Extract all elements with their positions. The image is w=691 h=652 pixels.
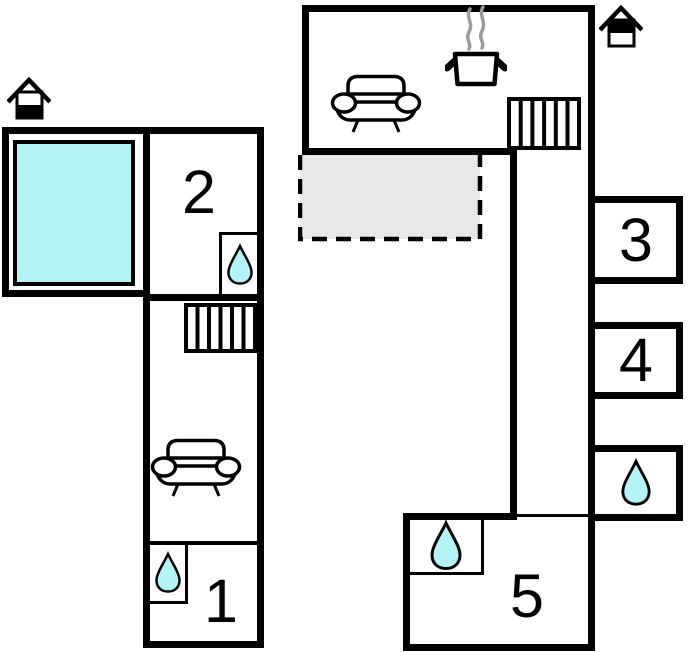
- ground-floor-house-icon: [7, 77, 51, 120]
- room-5: [403, 513, 595, 651]
- room-3-label: 3: [619, 206, 653, 274]
- water-drop-icon: [154, 551, 181, 593]
- bathroom-right: [588, 445, 683, 521]
- wall-living-bottom: [302, 148, 517, 155]
- water-drop-icon: [226, 242, 253, 285]
- room-2-label: 2: [182, 158, 216, 226]
- sofa-icon: [330, 74, 422, 133]
- room-5-label: 5: [510, 562, 544, 630]
- room-4-label: 4: [619, 326, 653, 394]
- wall-room5-top: [403, 513, 517, 520]
- room-3: [588, 196, 683, 284]
- room-1-bath-nook: [150, 545, 188, 604]
- wall-room2-bottom: [143, 294, 264, 301]
- upper-floor-house-icon: [599, 5, 643, 48]
- stairs-icon: [507, 97, 581, 150]
- room-2-bath-nook: [219, 232, 257, 294]
- terrace-dashed-area: [298, 155, 483, 242]
- room-1-label: 1: [204, 567, 238, 635]
- room-5-bath-nook: [410, 520, 484, 575]
- wall-room5-top-thin: [517, 514, 588, 517]
- water-drop-icon: [429, 520, 462, 571]
- sofa-icon: [150, 438, 242, 497]
- stove-pot-icon: [445, 5, 507, 87]
- wall-corridor-left: [510, 148, 517, 516]
- water-drop-icon: [620, 457, 651, 506]
- room-4: [588, 322, 683, 399]
- pool: [13, 140, 135, 286]
- stairs-icon: [184, 303, 257, 353]
- wall-room1-divider: [150, 541, 257, 545]
